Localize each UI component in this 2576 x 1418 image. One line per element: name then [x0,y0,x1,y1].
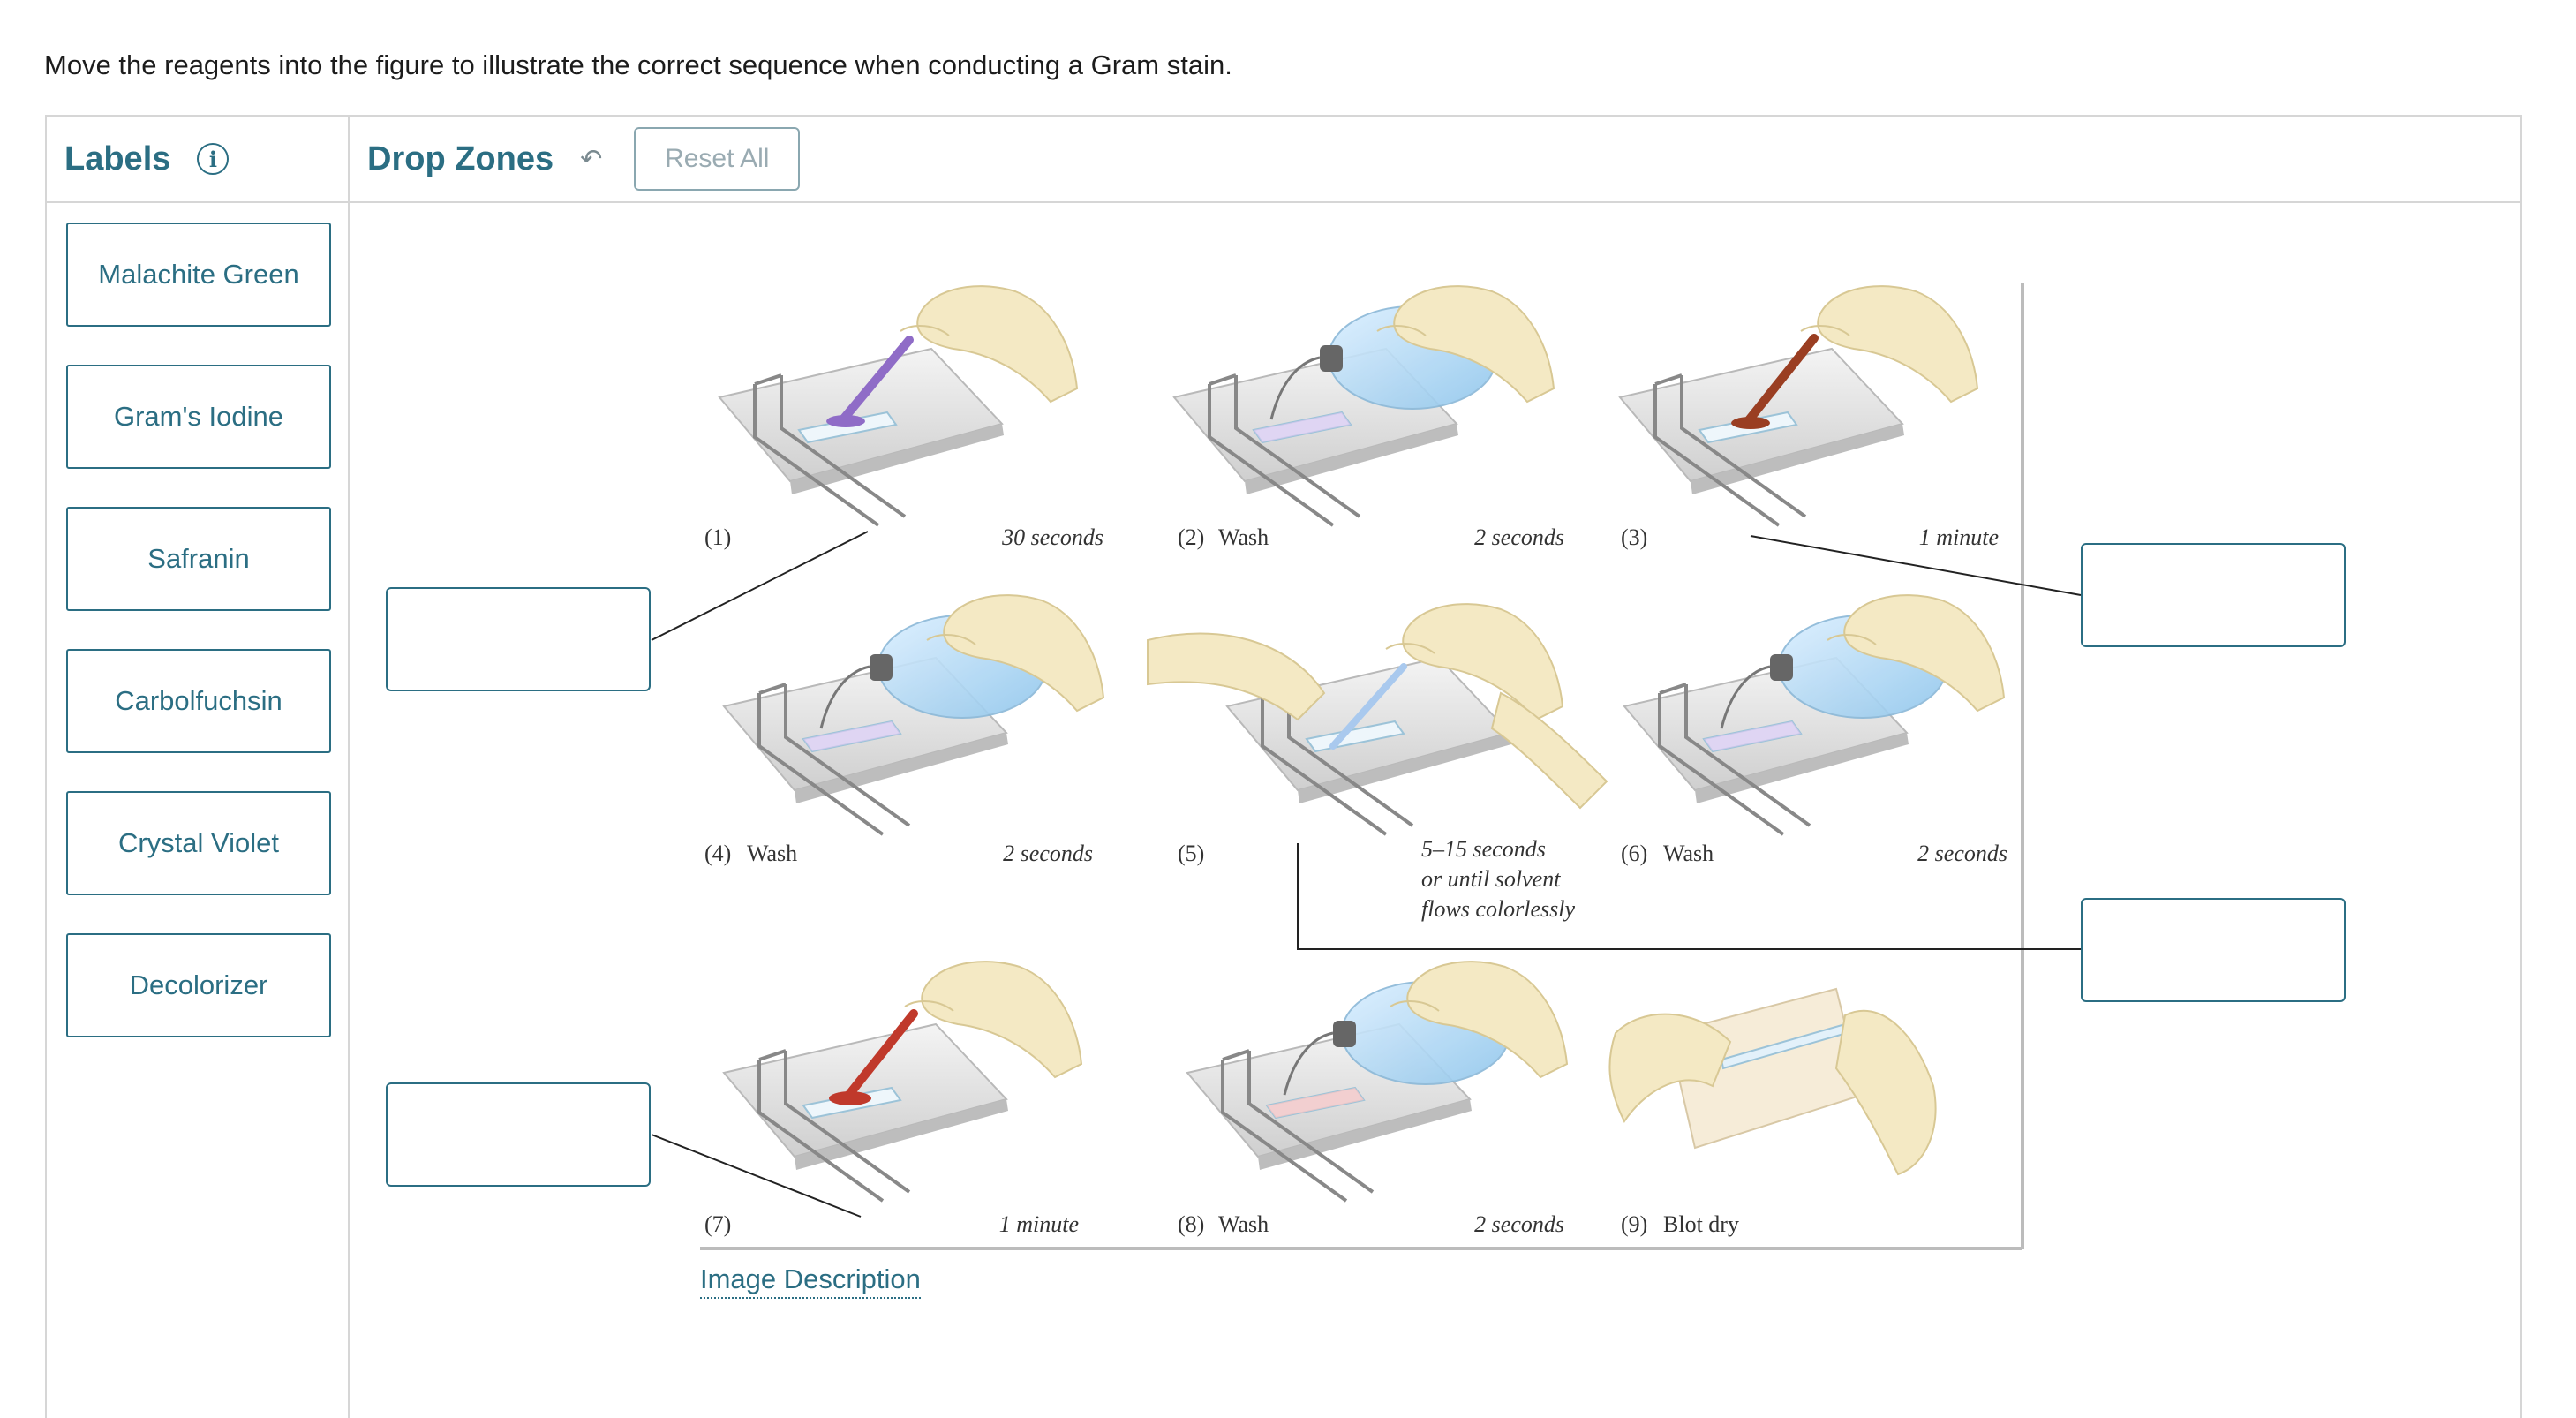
label-grams-iodine[interactable]: Gram's Iodine [66,365,331,469]
label-carbolfuchsin[interactable]: Carbolfuchsin [66,649,331,753]
step-8-action: Wash [1218,1211,1269,1237]
step-7-number: (7) [704,1211,731,1237]
step-8-number: (8) [1178,1211,1204,1237]
step-5-number: (5) [1178,841,1204,866]
step-8-time: 2 seconds [1474,1211,1564,1237]
drop-zone-step-5[interactable] [2081,898,2346,1002]
step-4-action: Wash [747,841,797,866]
step-9-action: Blot dry [1663,1211,1739,1237]
step-6-illustration [1623,594,2005,836]
step-5-time-line-3: flows colorlessly [1421,896,1576,922]
leader-line-step-5 [1297,843,2081,950]
leader-line-step-3 [1750,535,2082,596]
label-malachite-green[interactable]: Malachite Green [66,223,331,327]
step-2-number: (2) [1178,524,1204,550]
undo-arrow-icon[interactable]: ↶ [580,144,603,174]
label-safranin[interactable]: Safranin [66,507,331,611]
step-2-illustration [1172,285,1555,527]
reset-all-button[interactable]: Reset All [634,127,801,191]
label-crystal-violet[interactable]: Crystal Violet [66,791,331,895]
label-decolorizer[interactable]: Decolorizer [66,933,331,1037]
step-9-illustration [1608,987,1937,1176]
step-4-illustration [722,594,1104,836]
step-3-number: (3) [1621,524,1647,550]
step-8-illustration [1186,961,1568,1203]
step-1-number: (1) [704,524,731,550]
step-2-time: 2 seconds [1474,524,1564,550]
labels-column: Labels i Malachite Green Gram's Iodine S… [47,117,350,1418]
drop-zones-column: Drop Zones ↶ Reset All [350,117,2520,1418]
instruction-text: Move the reagents into the figure to ill… [44,49,1232,80]
step-5-illustration [1147,603,1608,836]
leader-line-step-7 [651,1134,862,1218]
step-1-illustration [718,285,1078,527]
step-7-illustration [722,961,1082,1203]
image-description-link[interactable]: Image Description [700,1263,921,1299]
leader-line-step-1 [651,531,869,641]
labels-title: Labels [64,140,171,177]
step-1-time: 30 seconds [1001,524,1103,550]
step-2-action: Wash [1218,524,1269,550]
step-3-time: 1 minute [1919,524,1999,550]
drop-zone-step-3[interactable] [2081,543,2346,647]
labels-header: Labels i [47,117,350,203]
step-9-number: (9) [1621,1211,1647,1237]
info-icon[interactable]: i [197,143,230,175]
step-7-time: 1 minute [999,1211,1079,1237]
step-6-number: (6) [1621,841,1647,866]
drop-zone-step-7[interactable] [386,1082,651,1187]
drop-zones-header: Drop Zones ↶ Reset All [350,117,2520,203]
drop-zone-step-1[interactable] [386,587,651,691]
step-6-time: 2 seconds [1917,841,2007,866]
step-4-time: 2 seconds [1003,841,1093,866]
step-3-illustration [1618,285,1978,527]
step-4-number: (4) [704,841,731,866]
step-5-time-line-1: 5–15 seconds [1421,836,1546,862]
drop-zones-title: Drop Zones [367,140,554,177]
drag-drop-panel: Labels i Malachite Green Gram's Iodine S… [45,115,2522,1418]
step-6-action: Wash [1663,841,1714,866]
step-5-time-line-2: or until solvent [1421,866,1561,892]
